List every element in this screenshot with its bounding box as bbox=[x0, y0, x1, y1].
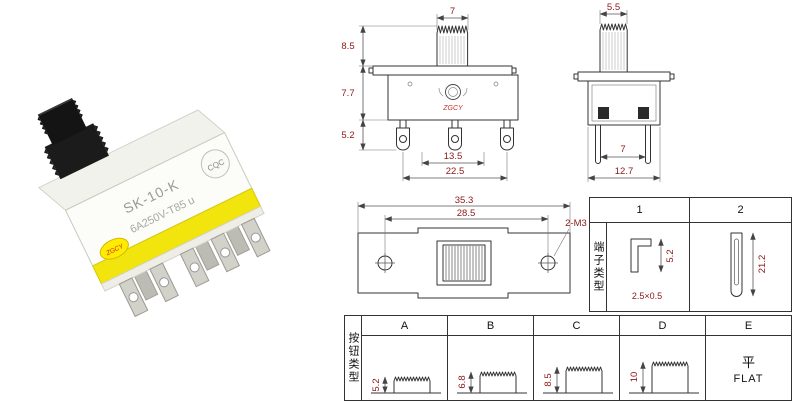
front-knob bbox=[436, 25, 469, 67]
dim-button-a: 5.2 bbox=[371, 378, 382, 391]
terminal-type-2-drawing: 21.2 bbox=[730, 232, 768, 297]
terminal-table-row-label: 端子类型 bbox=[590, 223, 607, 311]
front-logo-emblem: ZGCY bbox=[438, 84, 468, 112]
terminal-type-table: 1 2 端子类型 5.2 2.5×0.5 21.2 bbox=[589, 197, 792, 312]
top-view: 35.3 28.5 2-M3 bbox=[357, 195, 587, 299]
button-col-a-header: A bbox=[362, 316, 447, 336]
dim-button-d: 10 bbox=[629, 372, 640, 383]
dim-button-c: 8.5 bbox=[543, 373, 554, 386]
button-type-table: 按钮类型 A 5.2 B 6.8 bbox=[344, 315, 792, 401]
button-a-drawing: 5.2 bbox=[370, 376, 441, 394]
zgcy-badge: ZGCY bbox=[99, 237, 129, 260]
terminal-type-1-drawing: 5.2 2.5×0.5 bbox=[630, 238, 676, 301]
front-flange-tab-left bbox=[368, 67, 374, 74]
dim-button-b: 6.8 bbox=[457, 375, 468, 388]
dim-front-body-height: 7.7 bbox=[341, 88, 354, 99]
button-type-e-column: E 平 FLAT bbox=[706, 316, 791, 400]
front-terminals bbox=[396, 119, 514, 151]
dim-front-pin-height: 5.2 bbox=[341, 130, 354, 141]
product-photo: SK-10-K 6A250V-T85 u CQC ZGCY bbox=[37, 98, 271, 318]
switch-pins-back bbox=[132, 221, 251, 301]
dim-side-top-width: 5.5 bbox=[607, 2, 620, 13]
front-view: ZGCY 7 bbox=[341, 6, 519, 181]
side-pin-right bbox=[645, 124, 651, 164]
side-flange-tab-left bbox=[573, 73, 579, 80]
side-flange bbox=[577, 71, 671, 82]
front-flange bbox=[372, 65, 513, 76]
side-knob bbox=[599, 23, 628, 73]
slider-knob-ribs bbox=[445, 246, 483, 280]
front-knob-ribs bbox=[439, 36, 465, 64]
button-col-b-header: B bbox=[448, 316, 533, 336]
side-knob-ribs bbox=[602, 32, 625, 70]
button-type-a-column: A 5.2 bbox=[362, 316, 448, 400]
dim-front-knob-width: 7 bbox=[450, 6, 455, 17]
flat-label-en: FLAT bbox=[733, 372, 764, 385]
dim-terminal-2: 21.2 bbox=[757, 255, 768, 274]
terminal-type-2-cell: 21.2 bbox=[690, 223, 791, 311]
button-type-d-column: D 10 bbox=[620, 316, 706, 400]
dim-front-pin-span-outer: 22.5 bbox=[446, 166, 465, 177]
front-rivet-right bbox=[493, 81, 499, 87]
front-logo-text: ZGCY bbox=[442, 105, 464, 112]
side-terminal-block-right bbox=[638, 107, 649, 119]
terminal-col-1-header: 1 bbox=[590, 198, 690, 222]
side-body-inner bbox=[591, 84, 657, 122]
front-rivet-left bbox=[407, 81, 413, 87]
button-table-row-label: 按钮类型 bbox=[345, 316, 362, 400]
dim-front-upper-height: 8.5 bbox=[341, 41, 354, 52]
side-terminal-block-left bbox=[598, 107, 609, 119]
dim-top-hole-span: 28.5 bbox=[457, 208, 476, 219]
flat-label-cn: 平 bbox=[741, 354, 755, 370]
terminal-1-shape bbox=[630, 238, 652, 273]
terminal-table-header: 1 2 bbox=[590, 198, 791, 223]
mounting-hole-left bbox=[375, 253, 395, 273]
front-body bbox=[387, 74, 519, 121]
front-flange-tab-right bbox=[511, 67, 517, 74]
side-pin-left bbox=[595, 124, 601, 164]
mounting-hole-right bbox=[538, 253, 558, 273]
switch-pins bbox=[118, 217, 271, 318]
terminal-2-shape bbox=[730, 232, 742, 297]
dim-side-pin-span: 7 bbox=[620, 144, 625, 155]
terminal-col-2-header: 2 bbox=[737, 204, 744, 216]
button-col-d-header: D bbox=[620, 316, 705, 336]
switch-knob bbox=[37, 98, 109, 180]
button-b-drawing: 6.8 bbox=[456, 371, 527, 394]
side-view: 5.5 7 12.7 bbox=[573, 2, 675, 182]
terminal-2-slot bbox=[733, 238, 739, 286]
dim-side-overall-width: 12.7 bbox=[615, 166, 634, 177]
button-d-drawing: 10 bbox=[628, 361, 699, 394]
button-col-e-header: E bbox=[706, 316, 791, 336]
button-type-b-column: B 6.8 bbox=[448, 316, 534, 400]
button-type-c-column: C 8.5 bbox=[534, 316, 620, 400]
button-col-c-header: C bbox=[534, 316, 619, 336]
hole-callout-label: 2-M3 bbox=[565, 218, 587, 229]
dim-front-pin-span-inner: 13.5 bbox=[444, 151, 463, 162]
terminal-type-1-cell: 5.2 2.5×0.5 bbox=[607, 223, 690, 311]
button-c-drawing: 8.5 bbox=[542, 366, 613, 394]
terminal-1-size: 2.5×0.5 bbox=[632, 291, 662, 301]
button-e-flat-cell: 平 FLAT bbox=[706, 336, 791, 400]
cqc-badge: CQC bbox=[200, 149, 230, 179]
dim-terminal-1: 5.2 bbox=[665, 249, 676, 262]
side-flange-tab-right bbox=[669, 73, 675, 80]
dim-top-overall-length: 35.3 bbox=[455, 195, 474, 206]
